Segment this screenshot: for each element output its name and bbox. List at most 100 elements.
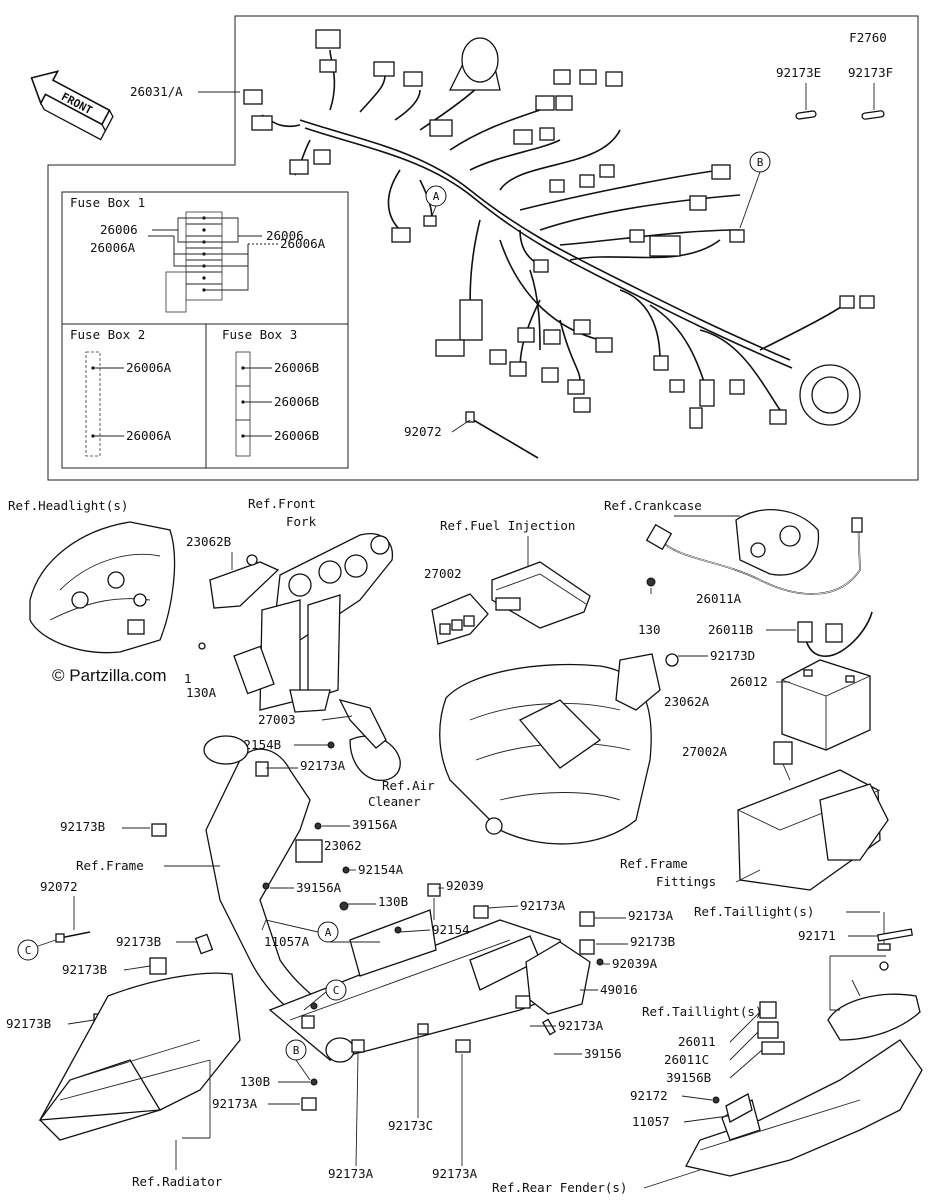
cable-tie-92072	[55, 931, 91, 943]
svg-text:A: A	[325, 926, 332, 939]
headlight-assembly	[29, 521, 176, 654]
fuse-box-3-label-3: 26006B	[274, 428, 319, 443]
fuse-box-1-label-26006-left: 26006	[100, 222, 138, 237]
fuse-box-3-label-2: 26006B	[274, 394, 319, 409]
horn	[327, 699, 401, 781]
battery	[781, 659, 871, 751]
callout-a: A	[425, 185, 447, 217]
svg-text:92171: 92171	[798, 928, 836, 943]
svg-text:Ref.Taillight(s): Ref.Taillight(s)	[694, 904, 814, 919]
fuse-box-2-title: Fuse Box 2	[70, 327, 145, 342]
svg-text:Ref.Air: Ref.Air	[382, 778, 435, 793]
svg-text:27003: 27003	[258, 712, 296, 727]
cable-strap-icon	[795, 83, 885, 120]
radiator-shroud	[38, 972, 241, 1141]
svg-text:92173B: 92173B	[116, 934, 161, 949]
watermark: © Partzilla.com	[52, 666, 167, 685]
fuse-box-2-label-bottom: 26006A	[126, 428, 172, 443]
svg-text:B: B	[293, 1044, 300, 1057]
fuse-box-1-label-26006a-left: 26006A	[90, 240, 136, 255]
fuse-box-2-label-top: 26006A	[126, 360, 172, 375]
svg-text:92173B: 92173B	[60, 819, 105, 834]
svg-text:92173B: 92173B	[62, 962, 107, 977]
crankcase-part	[735, 509, 820, 576]
wiring-harness: A B	[243, 29, 875, 459]
svg-text:130A: 130A	[186, 685, 217, 700]
svg-text:92173B: 92173B	[630, 934, 675, 949]
figure-code: F2760	[849, 30, 887, 45]
svg-text:130: 130	[638, 622, 661, 637]
svg-text:Cleaner: Cleaner	[368, 794, 421, 809]
svg-text:27002A: 27002A	[682, 744, 728, 759]
fuse-box-1-label-26006-right: 26006	[266, 228, 304, 243]
svg-text:92173B: 92173B	[6, 1016, 51, 1031]
fasteners	[93, 761, 604, 1053]
callout-c: C	[303, 979, 347, 1011]
svg-text:130B: 130B	[240, 1074, 270, 1089]
svg-text:B: B	[757, 156, 764, 169]
svg-text:92173A: 92173A	[300, 758, 346, 773]
cover-49016	[525, 941, 591, 1015]
harness-frame	[47, 15, 919, 481]
fuse-box-panel: Fuse Box 1 26006 26006A 26006 26006A	[61, 191, 349, 469]
svg-text:26011C: 26011C	[664, 1052, 709, 1067]
svg-text:130B: 130B	[378, 894, 408, 909]
svg-text:Ref.Frame: Ref.Frame	[620, 856, 688, 871]
svg-text:92039: 92039	[446, 878, 484, 893]
svg-text:92039A: 92039A	[612, 956, 658, 971]
svg-text:Ref.Headlight(s): Ref.Headlight(s)	[8, 498, 128, 513]
callout-c-left: C	[17, 939, 57, 961]
ecu-unit	[491, 561, 591, 629]
svg-text:11057A: 11057A	[264, 934, 310, 949]
air-cleaner-housing	[439, 663, 652, 845]
svg-text:11057: 11057	[632, 1114, 670, 1129]
relay-27002a	[773, 741, 793, 781]
svg-text:Fork: Fork	[286, 514, 317, 529]
bracket-11057	[725, 1093, 753, 1123]
svg-text:23062: 23062	[324, 838, 362, 853]
svg-text:26011: 26011	[678, 1034, 716, 1049]
front-fork-assembly	[233, 533, 393, 713]
svg-text:92173F: 92173F	[848, 65, 893, 80]
callout-b-lower: B	[285, 1039, 311, 1081]
callout-a-lower: A	[261, 919, 339, 943]
svg-text:49016: 49016	[600, 982, 638, 997]
svg-text:Ref.Front: Ref.Front	[248, 496, 316, 511]
svg-text:26012: 26012	[730, 674, 768, 689]
svg-text:1: 1	[184, 671, 192, 686]
svg-text:92172: 92172	[630, 1088, 668, 1103]
rear-fender	[685, 1039, 923, 1177]
bracket-23062b	[198, 554, 280, 650]
svg-text:92154: 92154	[432, 922, 470, 937]
taillight	[827, 912, 921, 1041]
svg-text:Ref.Fuel Injection: Ref.Fuel Injection	[440, 518, 575, 533]
label-26031a: 26031/A	[130, 84, 183, 99]
fuse-box-3-title: Fuse Box 3	[222, 327, 297, 342]
svg-text:92154A: 92154A	[358, 862, 404, 877]
svg-text:Ref.Crankcase: Ref.Crankcase	[604, 498, 702, 513]
svg-text:92173D: 92173D	[710, 648, 755, 663]
svg-text:26011A: 26011A	[696, 591, 742, 606]
svg-text:Ref.Radiator: Ref.Radiator	[132, 1174, 223, 1189]
callout-b: B	[739, 151, 771, 229]
svg-text:26011B: 26011B	[708, 622, 753, 637]
svg-text:92173A: 92173A	[628, 908, 674, 923]
svg-text:Ref.Taillight(s): Ref.Taillight(s)	[642, 1004, 762, 1019]
fuse-box-3-label-1: 26006B	[274, 360, 319, 375]
svg-text:39156: 39156	[584, 1046, 622, 1061]
svg-text:92173A: 92173A	[328, 1166, 374, 1181]
svg-text:23062A: 23062A	[664, 694, 710, 709]
frame-fittings	[737, 769, 889, 891]
svg-text:92173E: 92173E	[776, 65, 821, 80]
svg-text:Ref.Frame: Ref.Frame	[76, 858, 144, 873]
fuse-box-1-label-26006a-right: 26006A	[280, 236, 326, 251]
svg-text:C: C	[333, 984, 340, 997]
svg-text:23062B: 23062B	[186, 534, 231, 549]
svg-text:27002: 27002	[424, 566, 462, 581]
svg-text:92173A: 92173A	[558, 1018, 604, 1033]
svg-text:92173A: 92173A	[212, 1096, 258, 1111]
svg-text:A: A	[433, 190, 440, 203]
bracket-23062a	[615, 653, 679, 711]
